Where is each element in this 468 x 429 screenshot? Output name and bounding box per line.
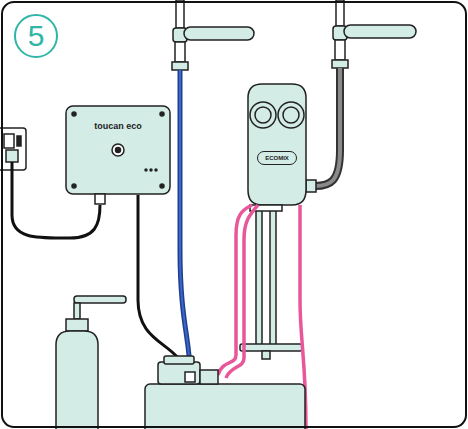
- soap-bottle: [56, 296, 126, 429]
- brand-area: toucan eco: [78, 118, 158, 135]
- callout-circle: 5: [14, 14, 58, 58]
- tank: [145, 356, 305, 429]
- supply-pipes: [172, 0, 416, 70]
- dispenser-label: ECOMIX: [265, 155, 289, 161]
- dispenser-unit: [240, 84, 306, 359]
- hose-fitting: [306, 180, 316, 192]
- blue-hose-core: [180, 70, 190, 372]
- grey-hose: [315, 68, 340, 186]
- callout-number: 5: [28, 21, 45, 51]
- controller-box: [66, 106, 170, 204]
- blue-hose: [180, 70, 190, 372]
- brand-label: toucan eco: [94, 122, 142, 131]
- dispenser-area: ECOMIX: [257, 151, 297, 165]
- grey-hose-core: [315, 68, 340, 186]
